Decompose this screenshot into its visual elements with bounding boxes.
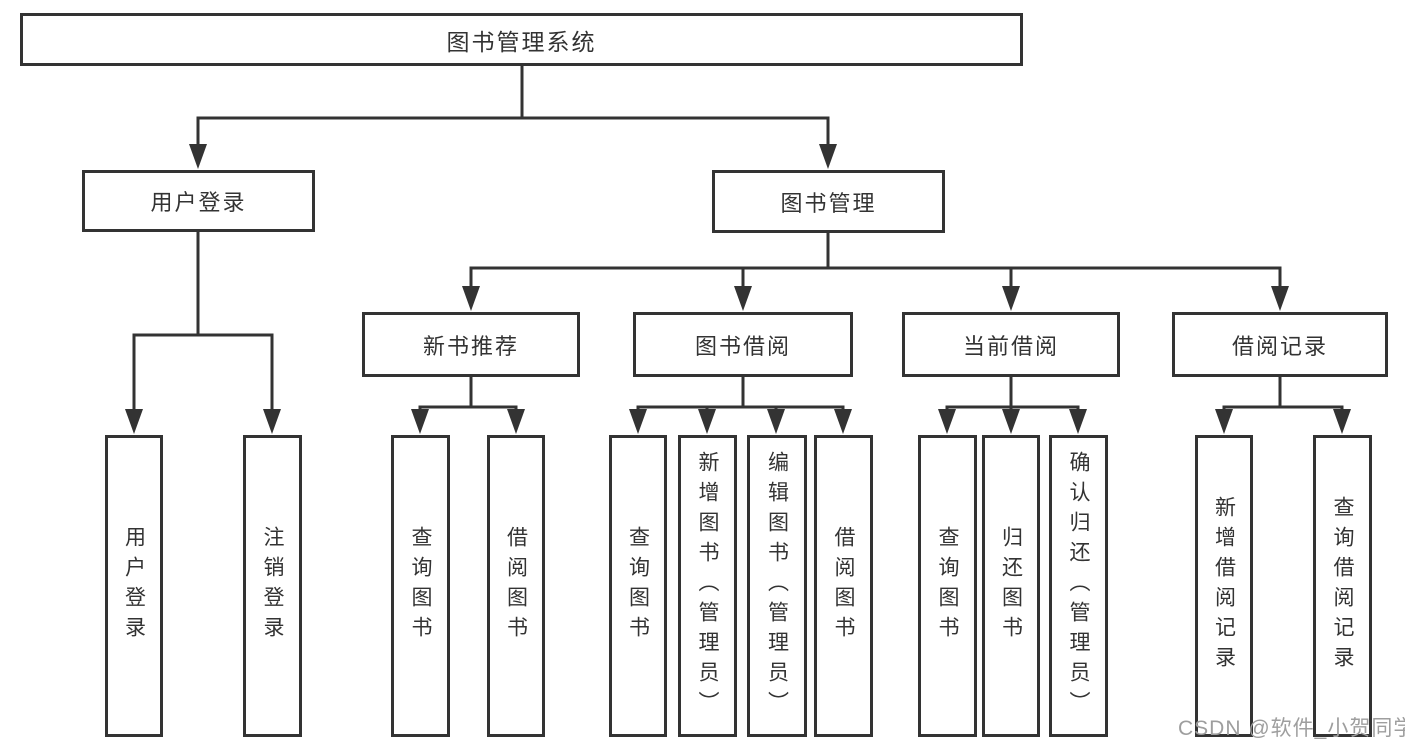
leaf-recommend-query-books: 查询图书 [391,435,450,737]
leaf-recommend-borrow-books-label: 借阅图书 [504,526,528,646]
node-root-label: 图书管理系统 [446,28,597,55]
node-book-management-label: 图书管理 [780,190,877,216]
leaf-current-confirm-return-admin-label: 确认归还（管理员） [1067,451,1091,721]
leaf-borrow-query-books-label: 查询图书 [626,526,650,646]
node-borrow-records-label: 借阅记录 [1231,333,1328,359]
csdn-watermark: CSDN @软件_小贺同学 [1178,717,1405,740]
leaf-borrow-add-books-admin: 新增图书（管理员） [678,435,737,737]
node-book-borrowing: 图书借阅 [633,312,853,377]
node-borrow-records: 借阅记录 [1172,312,1388,377]
leaf-logout: 注销登录 [243,435,302,737]
node-root: 图书管理系统 [20,13,1023,66]
leaf-borrow-borrow-books: 借阅图书 [814,435,873,737]
node-new-book-recommend-label: 新书推荐 [422,333,519,359]
leaf-borrow-edit-books-admin: 编辑图书（管理员） [747,435,807,737]
leaf-logout-label: 注销登录 [261,526,285,646]
node-book-management: 图书管理 [712,170,945,233]
node-current-borrowing-label: 当前借阅 [962,333,1059,359]
leaf-current-query-books: 查询图书 [918,435,977,737]
leaf-current-return-books-label: 归还图书 [999,526,1023,646]
leaf-borrow-add-books-admin-label: 新增图书（管理员） [696,451,720,721]
leaf-current-confirm-return-admin: 确认归还（管理员） [1049,435,1108,737]
node-current-borrowing: 当前借阅 [902,312,1120,377]
leaf-current-query-books-label: 查询图书 [936,526,960,646]
leaf-user-login-label: 用户登录 [122,526,146,646]
leaf-borrow-query-books: 查询图书 [609,435,667,737]
leaf-recommend-borrow-books: 借阅图书 [487,435,545,737]
leaf-current-return-books: 归还图书 [982,435,1040,737]
leaf-borrow-borrow-books-label: 借阅图书 [832,526,856,646]
leaf-records-query-record-label: 查询借阅记录 [1331,496,1355,676]
node-book-borrowing-label: 图书借阅 [694,333,791,359]
leaf-recommend-query-books-label: 查询图书 [409,526,433,646]
leaf-records-query-record: 查询借阅记录 [1313,435,1372,737]
node-user-login-label: 用户登录 [150,190,247,215]
node-new-book-recommend: 新书推荐 [362,312,580,377]
leaf-user-login: 用户登录 [105,435,163,737]
leaf-records-add-record-label: 新增借阅记录 [1212,496,1236,676]
leaf-records-add-record: 新增借阅记录 [1195,435,1253,737]
leaf-borrow-edit-books-admin-label: 编辑图书（管理员） [765,451,789,721]
node-user-login: 用户登录 [82,170,315,232]
